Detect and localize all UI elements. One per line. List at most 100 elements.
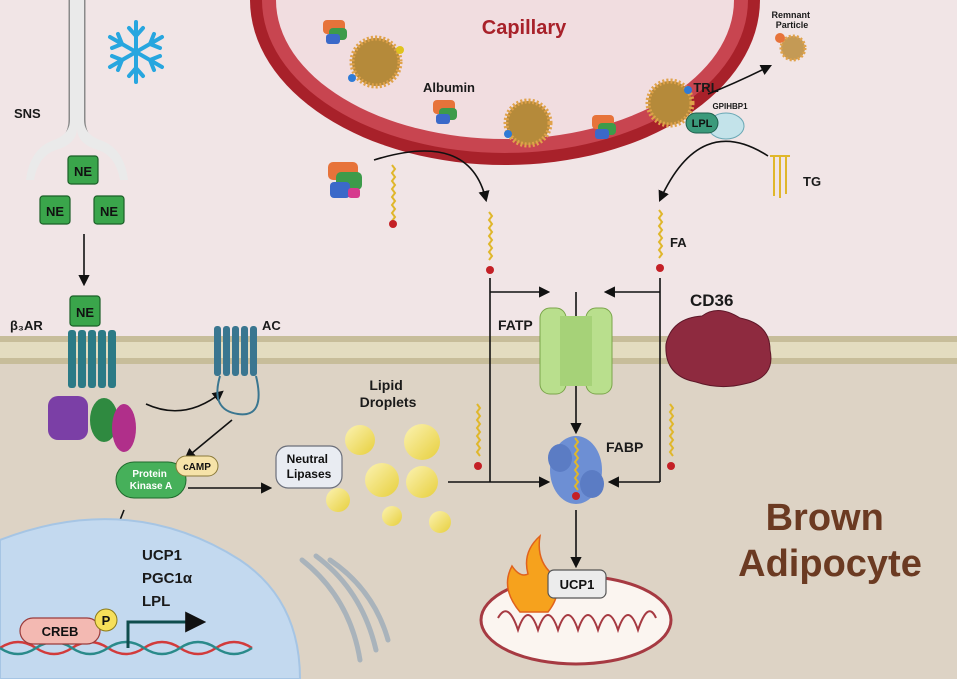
camp-label: cAMP (183, 462, 211, 473)
lipid-droplets (326, 424, 451, 533)
albumin-icon (433, 100, 457, 124)
g-protein-alpha (48, 396, 88, 440)
lipid-droplet (382, 506, 402, 526)
gene-ucp1: UCP1 (142, 547, 182, 564)
albumin-proteins (323, 20, 785, 198)
capillary (250, 0, 760, 165)
remnant-line-1: Remnant (771, 10, 810, 20)
fabp-protein (548, 436, 604, 504)
remnant-particle-label: Remnant Particle (771, 10, 812, 30)
trl-label: TRL (693, 80, 718, 95)
albumin-icon (323, 20, 347, 44)
ac-label: AC (262, 318, 281, 333)
ne-label: NE (46, 204, 64, 219)
droplets-line-1: Lipid (369, 377, 402, 393)
remnant-line-2: Particle (776, 20, 809, 30)
lipid-droplet (326, 488, 350, 512)
capillary-label: Capillary (482, 17, 567, 39)
lipoprotein-particles (348, 34, 807, 148)
beta3ar-receptor: NE (48, 295, 136, 452)
adenylyl-cyclase (214, 326, 260, 416)
pka-line-1: Protein (132, 469, 166, 480)
cd36-label: CD36 (690, 291, 733, 310)
golgi-icon (299, 553, 391, 663)
albumin-icon (592, 115, 616, 139)
lipid-droplets-label: Lipid Droplets (360, 377, 417, 410)
lipid-droplet (429, 511, 451, 533)
sns-label: SNS (14, 106, 41, 121)
lpl-fa-release-arrow (658, 140, 769, 203)
cd36-protein (665, 310, 772, 388)
phosphate-circle (94, 608, 118, 632)
ne-box (93, 195, 125, 225)
apolipoprotein (684, 86, 692, 94)
ucp1-box-label: UCP1 (560, 577, 595, 592)
fatty-acid-icon (474, 403, 482, 470)
page-title: Brown Adipocyte (738, 497, 922, 585)
ne-label: NE (100, 204, 118, 219)
g-protein-gamma (112, 404, 136, 452)
ne-box (39, 195, 71, 225)
dna-icon (0, 640, 253, 656)
lipid-droplet (404, 424, 440, 460)
fa-label: FA (670, 235, 687, 250)
title-line-2: Adipocyte (738, 543, 922, 585)
tg-label: TG (803, 174, 821, 189)
g-protein-beta (90, 398, 118, 442)
lipid-droplet (345, 425, 375, 455)
ne-label: NE (76, 305, 94, 320)
fa-transport-lines (489, 278, 661, 488)
title-line-1: Brown (766, 497, 884, 539)
ne-box (67, 155, 99, 185)
apolipoprotein (348, 74, 356, 82)
snowflake-icon (108, 20, 164, 84)
remnant-apoprotein (775, 33, 785, 43)
albumin-label: Albumin (423, 80, 475, 95)
ne-box (69, 295, 101, 327)
creb-label: CREB (42, 624, 79, 639)
lipases-line-1: Neutral (287, 452, 328, 466)
phosphate-label: P (102, 613, 111, 628)
lpl-label: LPL (692, 118, 713, 130)
remnant-particle (779, 34, 807, 62)
gene-pgc1a: PGC1α (142, 570, 193, 587)
gpihbp1-label: GPIHBP1 (712, 102, 748, 111)
beta3ar-label: β₃AR (10, 318, 43, 333)
lpl-box (685, 112, 719, 134)
ne-vesicles: NE NE NE (39, 155, 125, 225)
fatty-acid-icon (486, 211, 494, 274)
fatp-label: FATP (498, 317, 533, 333)
fatty-acid-icon (656, 209, 664, 272)
gene-lpl: LPL (142, 593, 170, 610)
droplets-line-2: Droplets (360, 394, 417, 410)
albumin-icon (328, 162, 362, 198)
lipid-droplet (406, 466, 438, 498)
neutral-lipases-box (275, 445, 343, 489)
trl-particle (645, 78, 695, 128)
trl-particle (349, 35, 403, 89)
albumin-fa-release-arrow (373, 150, 490, 203)
trl-to-remnant-arrow (707, 64, 773, 95)
lipases-line-2: Lipases (287, 467, 332, 481)
camp-box (175, 455, 219, 477)
lipid-droplet (365, 463, 399, 497)
ac-to-pka-arrow (184, 419, 233, 460)
neutral-lipases-label: Neutral Lipases (287, 452, 332, 481)
fabp-label: FABP (606, 439, 643, 455)
fatty-acids (389, 164, 675, 470)
fatty-acid-icon (389, 164, 397, 228)
ucp1-box (547, 569, 607, 599)
fatty-acid-icon (667, 403, 675, 470)
tg-icon (770, 155, 790, 198)
lpl-complex: LPL GPIHBP1 (685, 102, 748, 140)
apolipoprotein (396, 46, 404, 54)
pka-label: Protein Kinase A (130, 469, 172, 492)
pka-line-2: Kinase A (130, 481, 172, 492)
gprotein-to-ac-arrow (145, 390, 224, 412)
trl-particle (503, 98, 553, 148)
plasma-membrane (0, 336, 957, 364)
transcription-start-arrow (126, 611, 207, 648)
creb-box (19, 617, 101, 645)
apolipoprotein (504, 130, 512, 138)
